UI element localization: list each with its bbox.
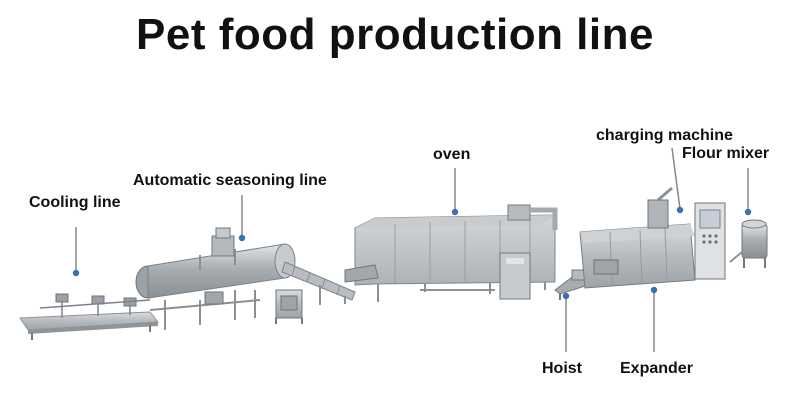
expander-marker	[650, 286, 658, 294]
flour-mixer-machine	[729, 219, 768, 268]
flour-mixer-marker	[744, 208, 752, 216]
oven-marker	[451, 208, 459, 216]
marker-dots	[72, 206, 752, 300]
label-seasoning-line: Automatic seasoning line	[133, 172, 327, 189]
label-hoist: Hoist	[542, 360, 582, 377]
oven-machine	[344, 204, 558, 302]
seasoning-line-marker	[238, 234, 246, 242]
page-title: Pet food production line	[136, 10, 654, 59]
charging-machine-marker	[676, 206, 684, 214]
charging-machine-leader	[671, 147, 681, 210]
label-expander: Expander	[620, 360, 693, 377]
hoist-marker	[562, 292, 570, 300]
cooling-line-machine	[19, 293, 159, 340]
label-flour-mixer: Flour mixer	[682, 145, 770, 162]
label-charging-machine: charging machine	[596, 127, 733, 144]
seasoning-line-machine	[135, 227, 356, 330]
expander-machine	[579, 186, 726, 289]
cooling-line-marker	[72, 269, 80, 277]
leader-lines	[75, 147, 749, 352]
label-oven: oven	[433, 146, 471, 163]
label-cooling-line: Cooling line	[29, 194, 121, 211]
